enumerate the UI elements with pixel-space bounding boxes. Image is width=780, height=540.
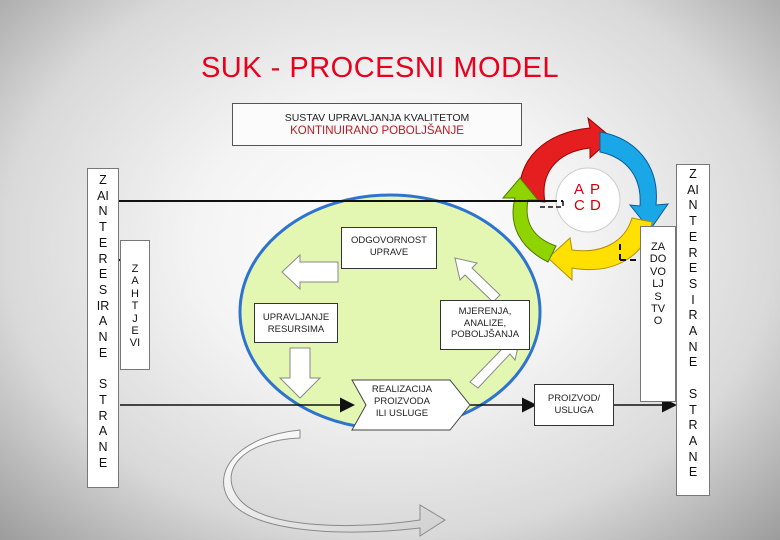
realization-arrow-shape [351, 379, 471, 431]
left-char: E [98, 267, 108, 282]
left-char: E [98, 345, 108, 360]
right-char: R [688, 245, 698, 260]
odgovornost-line-1: ODGOVORNOST [350, 235, 427, 246]
pdca-green-arrow [501, 177, 557, 263]
measurement-analysis-box: MJERENJA, ANALIZE, POBOLJŠANJA [440, 300, 530, 350]
qms-box: SUSTAV UPRAVLJANJA KVALITETOM KONTINUIRA… [232, 103, 522, 146]
pdca-red-arrow [518, 116, 613, 203]
right-char: T [689, 402, 697, 417]
realizacija-line-1: REALIZACIJA [372, 384, 433, 395]
resursi-line-1: UPRAVLJANJE [262, 312, 330, 323]
right-char: N [688, 449, 698, 464]
pdca-cycle [501, 116, 670, 282]
pdca-letter-a: A [574, 181, 587, 198]
right-char: N [688, 339, 698, 354]
satisfaction-char: ZA [650, 241, 666, 253]
right-char: S [688, 386, 698, 401]
right-char: E [688, 465, 698, 480]
satisfaction-column: ZA DO VO LJ S TV O [640, 226, 676, 402]
right-char: E [688, 229, 698, 244]
requirements-char: J [132, 312, 138, 325]
satisfaction-char: TV [650, 303, 666, 316]
odgovornost-line-2: UPRAVE [369, 246, 409, 258]
right-char: E [688, 355, 698, 370]
management-responsibility-box: ODGOVORNOST UPRAVE [341, 227, 437, 269]
feedback-arrow-top-end [540, 201, 564, 208]
inner-cycle-arrows [278, 253, 521, 399]
qms-label: SUSTAV UPRAVLJANJA KVALITETOM [284, 112, 470, 124]
left-char: T [99, 392, 107, 407]
resursi-line-2: RESURSIMA [267, 323, 325, 335]
requirements-char: E [131, 325, 139, 338]
requirements-char: T [131, 300, 139, 313]
left-char: R [98, 251, 108, 266]
requirements-char: VI [129, 337, 141, 350]
right-char: T [689, 214, 697, 229]
satisfaction-char: O [653, 315, 663, 328]
left-interested-parties: Z AI N T E R E S IR A N E S T R A N E [87, 168, 119, 488]
satisfaction-char: S [654, 290, 662, 303]
left-char: AI [97, 188, 109, 203]
right-char [677, 371, 709, 387]
left-char: N [98, 439, 108, 454]
left-char: N [98, 204, 108, 219]
pdca-letter-d: D [590, 197, 601, 214]
requirements-char: Z [131, 263, 139, 275]
left-char: A [98, 314, 108, 329]
left-char: S [98, 377, 108, 392]
pdca-letter-p: P [590, 181, 600, 198]
proizvod-line-2: USLUGA [554, 404, 594, 416]
swirl-arrow [223, 429, 446, 537]
page-title: SUK - PROCESNI MODEL [200, 52, 560, 84]
left-char: N [98, 330, 108, 345]
resource-management-box: UPRAVLJANJE RESURSIMA [254, 303, 338, 343]
requirements-char: H [131, 287, 139, 300]
requirements-column: Z A H T J E VI [120, 240, 150, 370]
mjerenja-line-1: MJERENJA, [458, 306, 512, 317]
mjerenja-line-3: POBOLJŠANJA [450, 329, 520, 340]
right-char: AI [687, 182, 699, 197]
satisfaction-char: LJ [652, 278, 664, 291]
right-char: R [688, 308, 698, 323]
right-char: N [688, 198, 698, 213]
left-char: S [98, 282, 108, 297]
realizacija-line-2: PROIZVODA [374, 396, 431, 407]
left-char: E [98, 455, 108, 470]
satisfaction-char: VO [650, 265, 666, 278]
continuous-improvement-label: KONTINUIRANO POBOLJŠANJE [290, 125, 464, 137]
right-interested-parties: Z AI N T E R E S I R A N E S T R A N E [676, 164, 710, 496]
right-char: R [688, 418, 698, 433]
right-char: I [691, 292, 695, 307]
arrow-odgovornost-to-resursi [281, 253, 339, 291]
arrow-resursi-to-realizacija [278, 347, 322, 399]
right-char: Z [689, 167, 697, 181]
right-char: E [688, 261, 698, 276]
left-char: Z [99, 173, 107, 187]
right-char: S [688, 276, 698, 291]
right-char: A [688, 324, 698, 339]
left-char [88, 361, 118, 377]
left-char: E [98, 235, 108, 250]
left-char: R [98, 408, 108, 423]
right-char: A [688, 433, 698, 448]
product-box: PROIZVOD/ USLUGA [534, 384, 614, 426]
pdca-letter-c: C [574, 197, 585, 214]
left-char: A [98, 424, 108, 439]
realizacija-line-3: ILI USLUGE [376, 408, 428, 419]
left-char: T [99, 220, 107, 235]
left-char: IR [96, 298, 110, 313]
arrow-mjerenja-to-odgovornost [454, 257, 501, 303]
mjerenja-line-2: ANALIZE, [463, 317, 507, 329]
requirements-char: A [131, 275, 139, 288]
proizvod-line-1: PROIZVOD/ [547, 393, 601, 404]
satisfaction-char: DO [649, 253, 667, 266]
